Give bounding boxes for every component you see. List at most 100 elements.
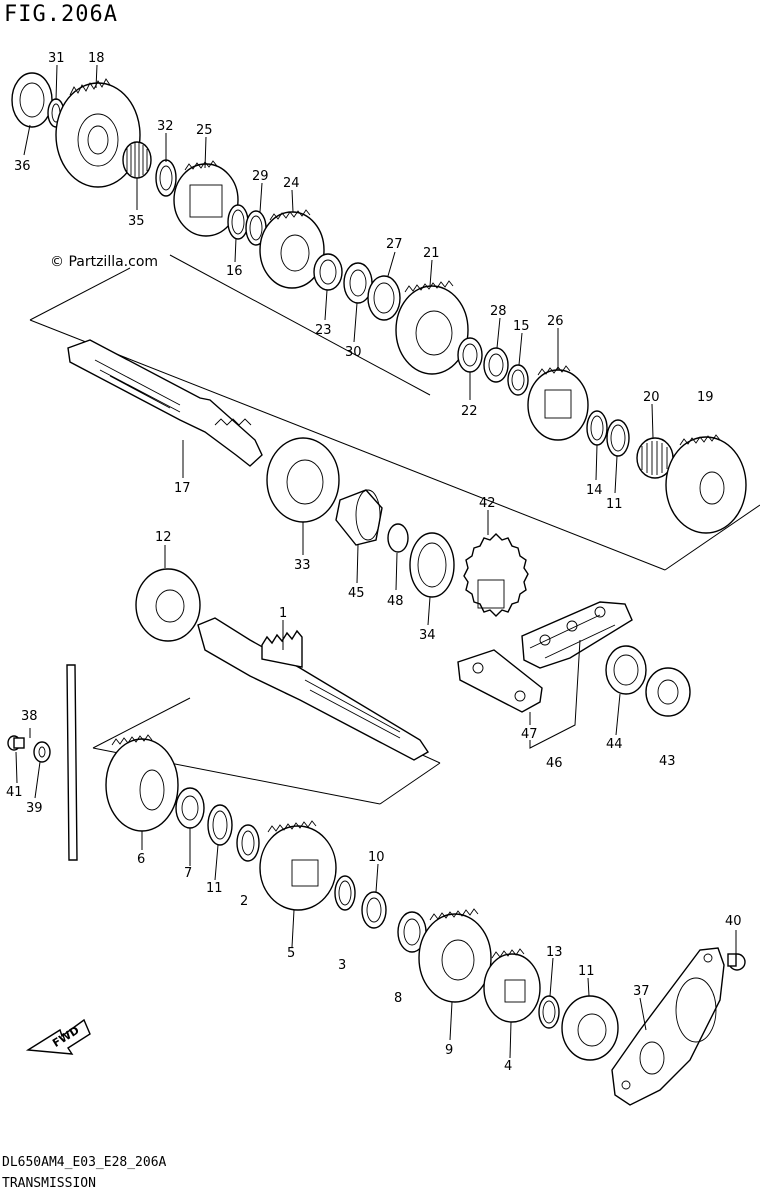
callout-38[interactable]: 37	[633, 984, 650, 999]
callout-32[interactable]: 31	[48, 51, 65, 66]
part-10-washer[interactable]	[361, 891, 387, 929]
part-11-washer-bottom[interactable]	[207, 804, 233, 846]
part-34-bearing[interactable]	[266, 437, 340, 523]
part-42-bolt[interactable]	[7, 735, 25, 751]
callout-8[interactable]: 8	[394, 991, 402, 1006]
countershaft-group-frame	[29, 254, 760, 571]
diagram-section-title: TRANSMISSION	[2, 1176, 96, 1191]
callout-6[interactable]: 6	[137, 852, 145, 867]
callout-5[interactable]: 5	[287, 946, 295, 961]
part-43-sprocket[interactable]	[463, 533, 529, 617]
part-48-chain-joint[interactable]	[457, 649, 543, 713]
callout-20[interactable]: 19	[697, 390, 714, 405]
callout-40[interactable]: 39	[26, 801, 43, 816]
callout-45[interactable]: 44	[606, 737, 623, 752]
part-25-gear[interactable]	[259, 209, 325, 289]
part-49-o-ring[interactable]	[387, 523, 409, 553]
callout-34[interactable]: 33	[294, 558, 311, 573]
part-17-circlip[interactable]	[227, 204, 249, 240]
part-47-drive-chain[interactable]	[521, 601, 633, 669]
part-40-washer[interactable]	[33, 741, 51, 763]
callout-36[interactable]: 35	[128, 214, 145, 229]
part-36-needle-bearing[interactable]	[122, 141, 152, 179]
callout-19[interactable]: 18	[88, 51, 105, 66]
callout-43[interactable]: 42	[479, 496, 496, 511]
callout-11-bottom[interactable]: 11	[206, 881, 223, 896]
callout-11-top[interactable]: 11	[606, 497, 623, 512]
part-41-bolt[interactable]	[727, 953, 746, 971]
callout-21[interactable]: 20	[643, 390, 660, 405]
part-1-driveshaft[interactable]	[197, 617, 429, 761]
callout-24[interactable]: 23	[315, 323, 332, 338]
callout-7[interactable]: 7	[184, 866, 192, 881]
callout-46[interactable]: 45	[348, 586, 365, 601]
callout-44[interactable]: 43	[659, 754, 676, 769]
part-24-bushing[interactable]	[313, 253, 343, 291]
part-6-gear[interactable]	[105, 734, 179, 832]
callout-31[interactable]: 30	[345, 345, 362, 360]
callout-37[interactable]: 36	[14, 159, 31, 174]
callout-18[interactable]: 17	[174, 481, 191, 496]
callout-27[interactable]: 26	[547, 314, 564, 329]
callout-25[interactable]: 24	[283, 176, 300, 191]
part-16-circlip[interactable]	[507, 364, 529, 396]
callout-3[interactable]: 3	[338, 958, 346, 973]
diagram-code: DL650AM4_E03_E28_206A	[2, 1155, 167, 1170]
callout-47[interactable]: 46	[546, 756, 563, 771]
part-45-washer[interactable]	[605, 645, 647, 695]
part-8-bushing[interactable]	[397, 911, 427, 953]
part-5-gear[interactable]	[259, 820, 337, 911]
part-44-nut[interactable]	[645, 667, 691, 717]
part-28-lock-washer[interactable]	[367, 275, 401, 321]
callout-49[interactable]: 48	[387, 594, 404, 609]
part-7-bushing[interactable]	[175, 787, 205, 829]
callout-9[interactable]: 9	[445, 1043, 453, 1058]
part-35-oil-seal[interactable]	[409, 532, 455, 598]
callout-1[interactable]: 1	[279, 606, 287, 621]
callout-17[interactable]: 16	[226, 264, 243, 279]
part-37-bearing[interactable]	[11, 72, 53, 128]
part-2-circlip[interactable]	[236, 824, 260, 862]
part-33-washer[interactable]	[155, 159, 177, 197]
callout-41[interactable]: 40	[725, 914, 742, 929]
callout-16[interactable]: 15	[513, 319, 530, 334]
callout-33[interactable]: 32	[157, 119, 174, 134]
part-29-washer[interactable]	[483, 347, 509, 383]
part-27-gear[interactable]	[527, 365, 589, 441]
part-23-bushing[interactable]	[457, 337, 483, 373]
part-22-gear[interactable]	[395, 280, 469, 375]
part-3-circlip[interactable]	[334, 875, 356, 911]
callout-22[interactable]: 21	[423, 246, 440, 261]
callout-2[interactable]: 2	[240, 894, 248, 909]
part-46-spacer[interactable]	[335, 489, 383, 546]
callout-26[interactable]: 25	[196, 123, 213, 138]
part-12-bearing[interactable]	[561, 995, 619, 1061]
callout-14[interactable]: 13	[546, 945, 563, 960]
callout-10[interactable]: 10	[368, 850, 385, 865]
callout-48[interactable]: 47	[521, 727, 538, 742]
part-4-gear[interactable]	[483, 948, 541, 1023]
part-14-circlip[interactable]	[538, 995, 560, 1029]
part-39-pushrod[interactable]	[66, 664, 78, 861]
callout-23[interactable]: 22	[461, 404, 478, 419]
callout-29[interactable]: 28	[490, 304, 507, 319]
part-26-gear[interactable]	[173, 160, 239, 237]
callout-4[interactable]: 4	[504, 1059, 512, 1074]
part-38-plate[interactable]	[611, 947, 725, 1106]
part-11-washer-top[interactable]	[606, 419, 630, 457]
callout-39[interactable]: 38	[21, 709, 38, 724]
callout-28[interactable]: 27	[386, 237, 403, 252]
callout-12[interactable]: 11	[578, 964, 595, 979]
part-20-gear[interactable]	[665, 434, 747, 534]
part-19-gear[interactable]	[55, 78, 141, 188]
part-9-gear[interactable]	[418, 908, 492, 1003]
callout-30[interactable]: 29	[252, 169, 269, 184]
callout-35[interactable]: 34	[419, 628, 436, 643]
callout-15[interactable]: 14	[586, 483, 603, 498]
part-13-bearing[interactable]	[135, 568, 201, 642]
part-18-countershaft[interactable]	[67, 339, 263, 467]
callout-42[interactable]: 41	[6, 785, 23, 800]
part-15-washer[interactable]	[586, 410, 608, 446]
callout-labels: 36 31 18 32 25 35 29 24 16 23 27 30 21 2…	[6, 51, 742, 1074]
callout-13[interactable]: 12	[155, 530, 172, 545]
